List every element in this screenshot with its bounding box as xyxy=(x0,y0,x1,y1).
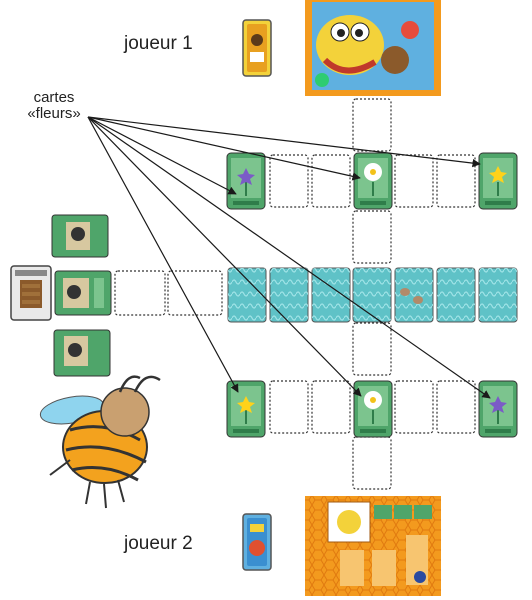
flower-card-violet-bottom-right xyxy=(478,380,518,438)
water-card xyxy=(478,267,518,323)
empty-slots xyxy=(114,98,476,490)
bee-mascot xyxy=(39,375,161,509)
player2-label: joueur 2 xyxy=(124,533,193,554)
water-card xyxy=(352,267,392,323)
flower-cards-label-line2: «fleurs» xyxy=(27,105,81,122)
player1-card xyxy=(242,19,272,77)
game-box-top xyxy=(305,0,441,96)
player1-label: joueur 1 xyxy=(124,33,193,54)
water-card xyxy=(311,267,351,323)
player2-card xyxy=(242,513,272,571)
flower-cards-label-line1: cartes xyxy=(33,89,75,106)
bee-card-middle xyxy=(54,270,112,316)
flower-card-yellow-bottom-left xyxy=(226,380,266,438)
flower-card-violet-top-left xyxy=(226,152,266,210)
hive-card xyxy=(10,265,52,321)
water-card xyxy=(436,267,476,323)
water-card-with-stones xyxy=(394,267,434,323)
flower-card-white-top-center xyxy=(353,152,393,210)
water-cards-row xyxy=(227,267,518,323)
water-card xyxy=(269,267,309,323)
game-box-bottom xyxy=(305,496,441,596)
bee-card-top xyxy=(51,214,109,258)
water-card xyxy=(227,267,267,323)
bee-card-bottom xyxy=(53,329,111,377)
flower-card-yellow-top-right xyxy=(478,152,518,210)
flower-card-white-bottom-center xyxy=(353,380,393,438)
arrows xyxy=(87,116,491,399)
flower-cards-label: cartes «fleurs» xyxy=(18,90,90,122)
